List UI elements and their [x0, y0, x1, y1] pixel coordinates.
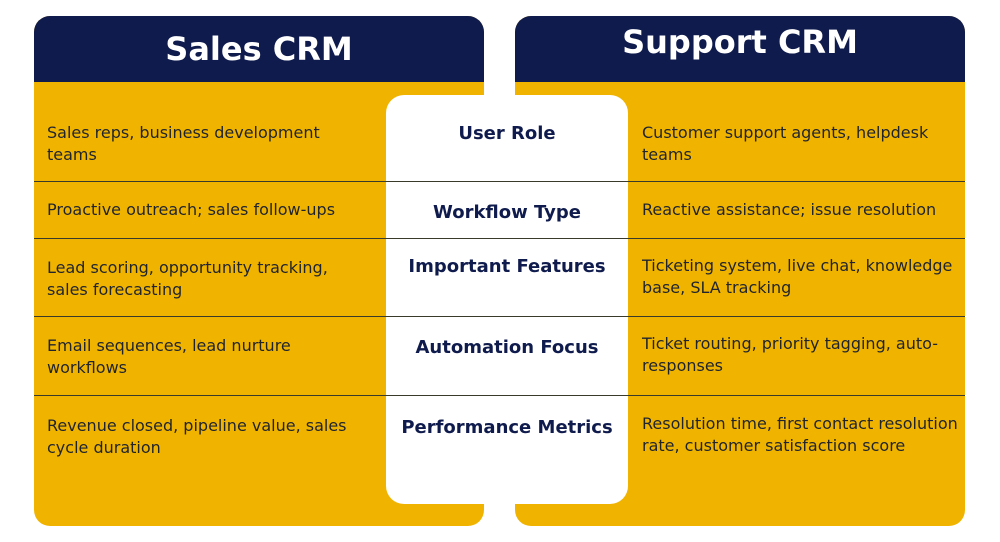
row-divider	[34, 316, 484, 317]
support-user-role-cell: Customer support agents, helpdesk teams	[642, 123, 929, 164]
row-divider	[386, 316, 628, 317]
row-divider	[386, 238, 628, 239]
sales-workflow-type-cell: Proactive outreach; sales follow-ups	[47, 200, 336, 219]
row-divider	[515, 181, 965, 182]
criterion-workflow-type: Workflow Type	[433, 202, 581, 223]
criterion-performance-metrics: Performance Metrics	[401, 417, 613, 438]
row-divider	[34, 238, 484, 239]
row-divider	[34, 395, 484, 396]
row-divider	[386, 395, 628, 396]
sales-important-features-cell: Lead scoring, opportunity tracking, sale…	[47, 258, 328, 299]
sales-crm-header: Sales CRM	[34, 16, 484, 82]
criterion-user-role: User Role	[458, 123, 556, 144]
support-crm-header: Support CRM	[515, 16, 965, 82]
sales-user-role-cell: Sales reps, business development teams	[47, 123, 320, 164]
support-performance-metrics-cell: Resolution time, first contact resolutio…	[642, 414, 958, 455]
support-automation-focus-cell: Ticket routing, priority tagging, auto-r…	[642, 334, 938, 375]
comparison-criteria-card: User Role Workflow Type Important Featur…	[386, 95, 628, 504]
support-important-features-cell: Ticketing system, live chat, knowledge b…	[642, 256, 953, 297]
row-divider	[386, 181, 628, 182]
sales-performance-metrics-cell: Revenue closed, pipeline value, sales cy…	[47, 416, 347, 457]
row-divider	[34, 181, 484, 182]
criterion-important-features: Important Features	[408, 256, 606, 277]
support-workflow-type-cell: Reactive assistance; issue resolution	[642, 200, 937, 219]
row-divider	[515, 238, 965, 239]
criterion-automation-focus: Automation Focus	[415, 337, 599, 358]
row-divider	[515, 395, 965, 396]
sales-automation-focus-cell: Email sequences, lead nurture workflows	[47, 336, 291, 377]
row-divider	[515, 316, 965, 317]
